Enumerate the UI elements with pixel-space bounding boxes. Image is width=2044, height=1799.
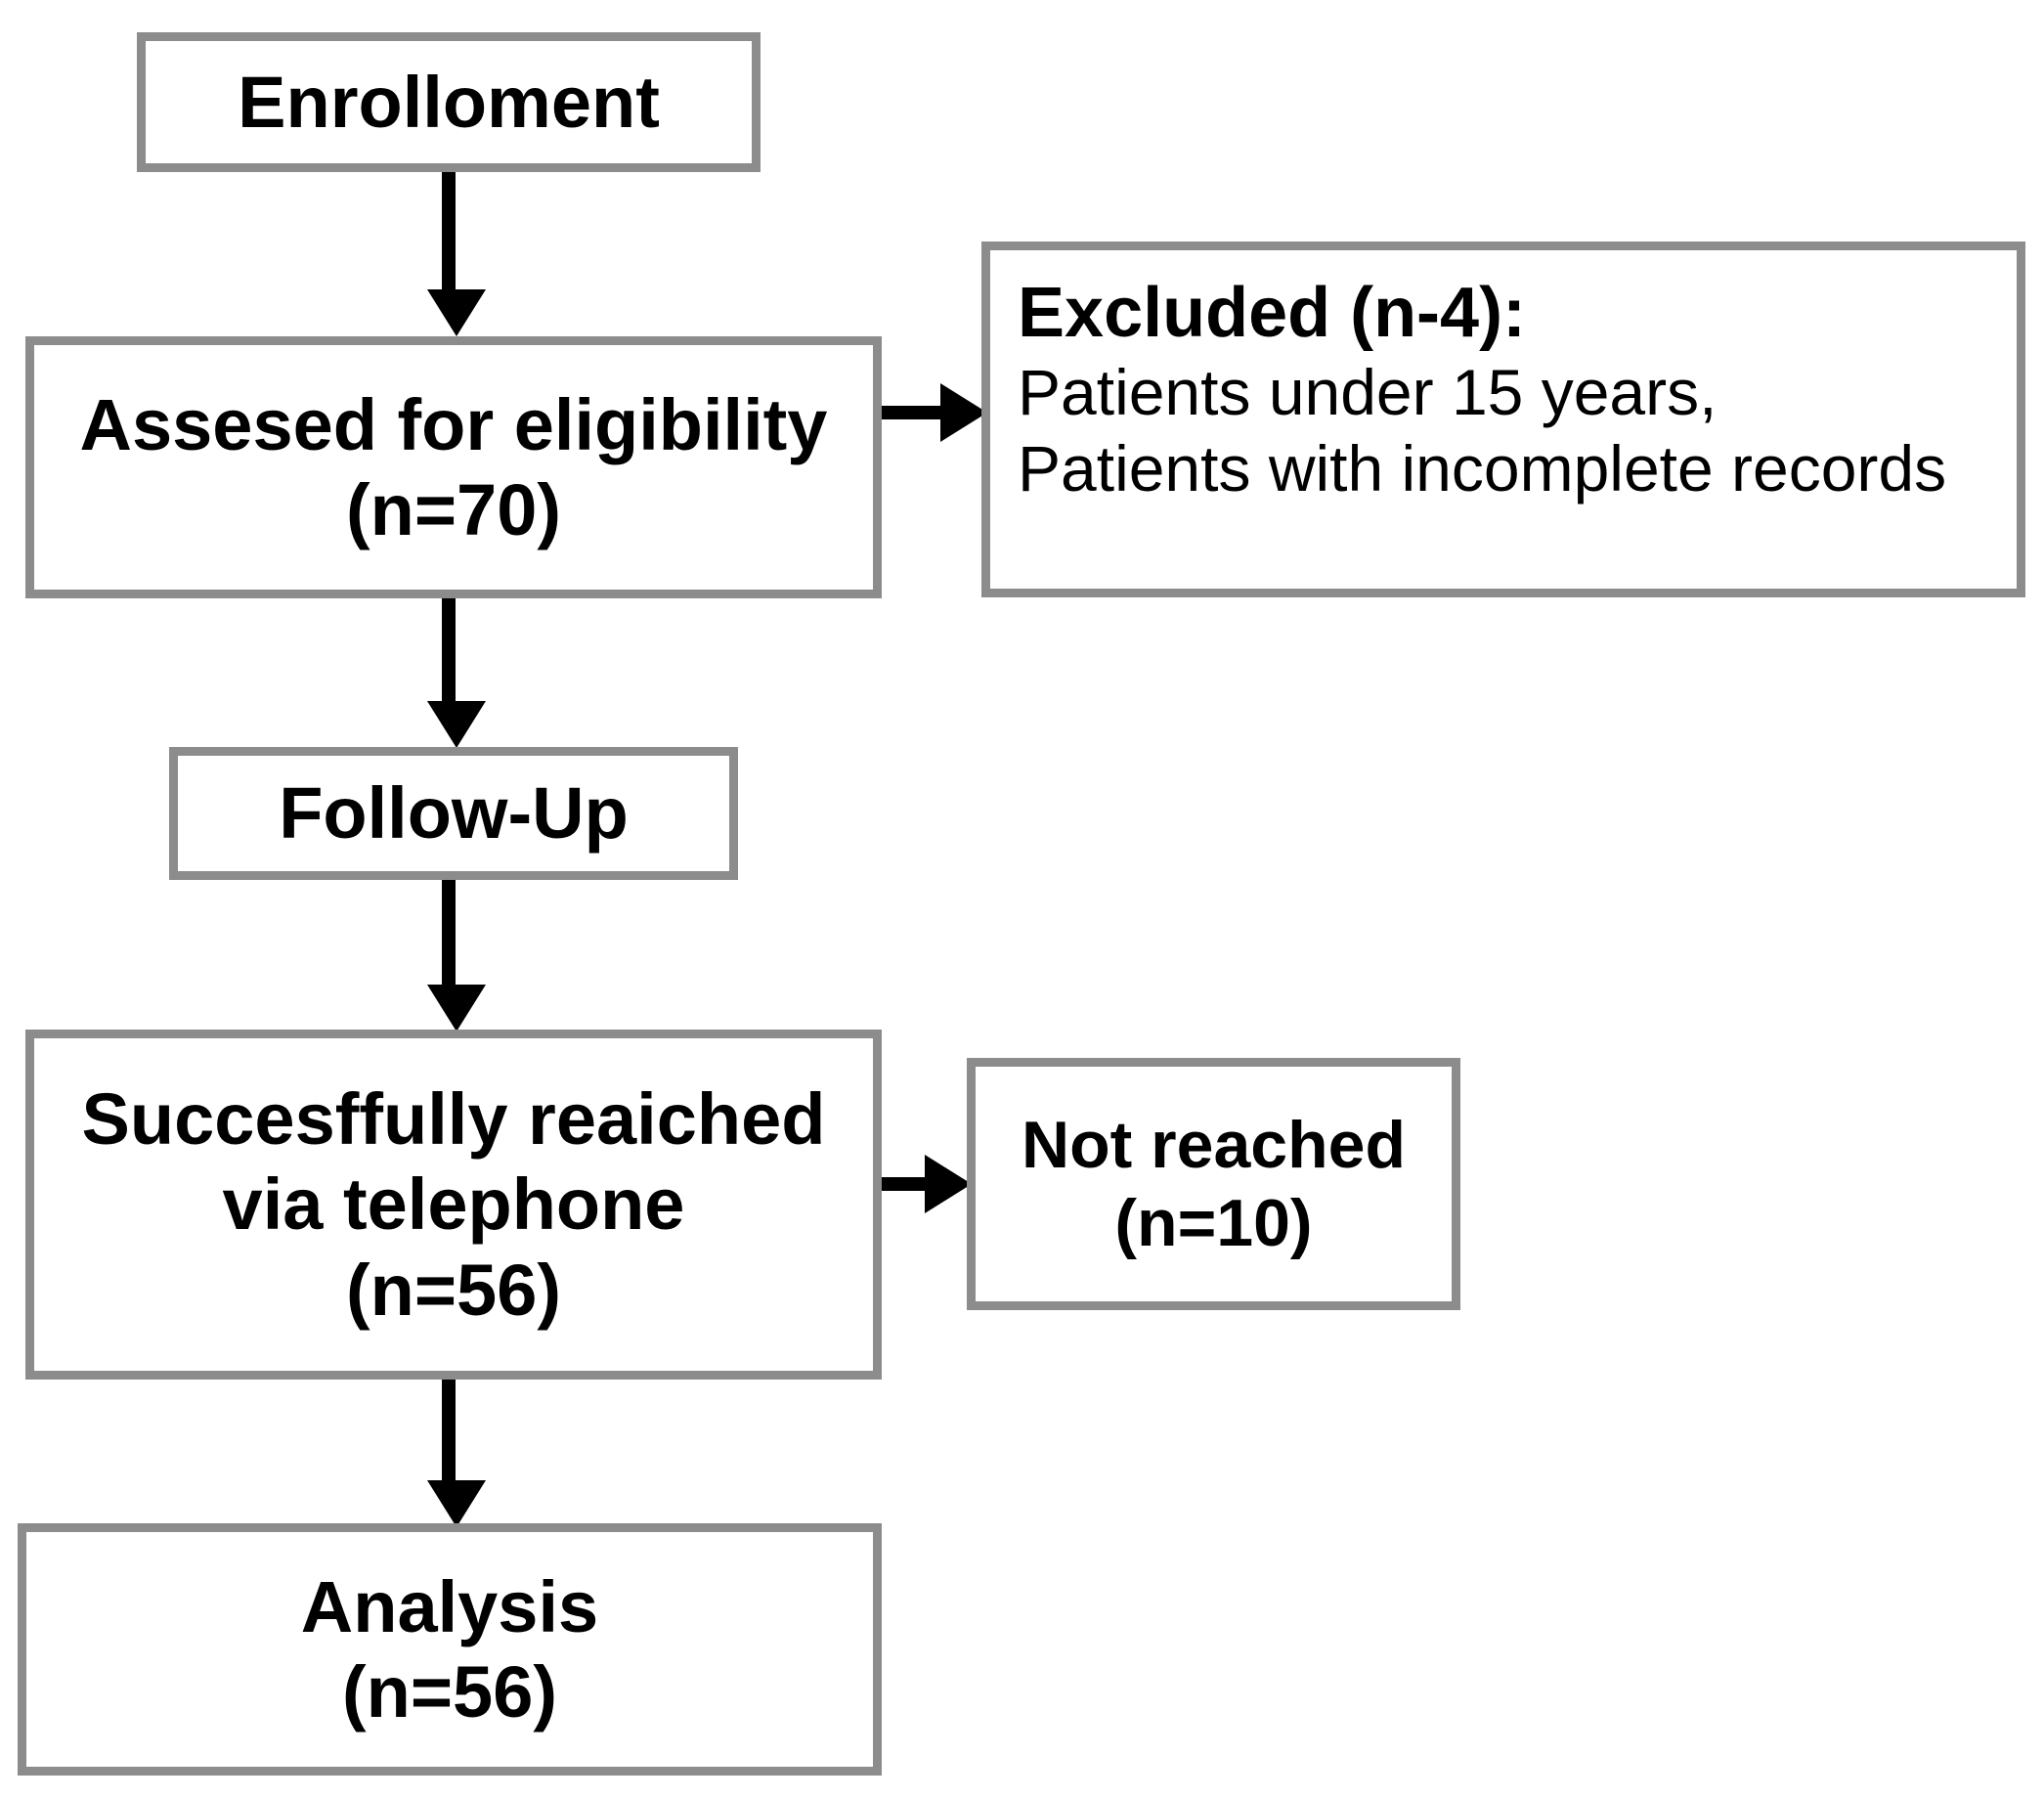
node-analysis-label: Analysis	[300, 1565, 599, 1647]
arrow-down-icon-enrollment-to-eligibility	[427, 289, 486, 336]
connector-eligibility-to-excluded-line	[882, 406, 948, 419]
node-eligibility-line1: Assesed for eligibility	[79, 383, 828, 465]
node-reached-count: (n=56)	[345, 1249, 561, 1331]
connector-eligibility-to-followup-line	[442, 598, 456, 706]
node-excluded-header: Excluded (n-4):	[1018, 274, 1527, 352]
arrow-right-icon-eligibility-to-excluded	[940, 383, 987, 442]
connector-enrollment-to-eligibility-line	[442, 172, 456, 294]
connector-followup-to-reached-line	[442, 880, 456, 989]
connector-reached-to-analysis-line	[442, 1380, 456, 1485]
node-assessed-for-eligibility: Assesed for eligibility (n=70)	[25, 336, 882, 598]
node-follow-up-label: Follow-Up	[279, 772, 629, 855]
node-eligibility-count: (n=70)	[345, 469, 561, 550]
node-enrollment: Enrolloment	[137, 32, 761, 172]
node-reached-line1: Succesffully reaiched	[81, 1078, 826, 1161]
node-excluded-reason-1: Patients under 15 years,	[1018, 355, 1718, 428]
arrow-right-icon-reached-to-not-reached	[925, 1155, 972, 1213]
node-not-reached-label: Not reached	[1022, 1107, 1406, 1182]
node-not-reached: Not reached (n=10)	[967, 1058, 1460, 1310]
node-analysis: Analysis (n=56)	[18, 1523, 882, 1776]
connector-reached-to-not-reached-line	[882, 1177, 933, 1191]
node-analysis-count: (n=56)	[341, 1651, 557, 1733]
arrow-down-icon-reached-to-analysis	[427, 1480, 486, 1527]
node-enrollment-label: Enrolloment	[238, 61, 660, 143]
arrow-down-icon-followup-to-reached	[427, 985, 486, 1031]
node-successfully-reached: Succesffully reaiched via telephone (n=5…	[25, 1030, 882, 1380]
node-reached-line2: via telephone	[222, 1163, 685, 1246]
node-excluded: Excluded (n-4): Patients under 15 years,…	[981, 241, 2025, 597]
node-follow-up: Follow-Up	[169, 747, 738, 880]
arrow-down-icon-eligibility-to-followup	[427, 701, 486, 748]
node-not-reached-count: (n=10)	[1114, 1186, 1313, 1260]
node-excluded-reason-2: Patients with incomplete records	[1018, 431, 1947, 505]
